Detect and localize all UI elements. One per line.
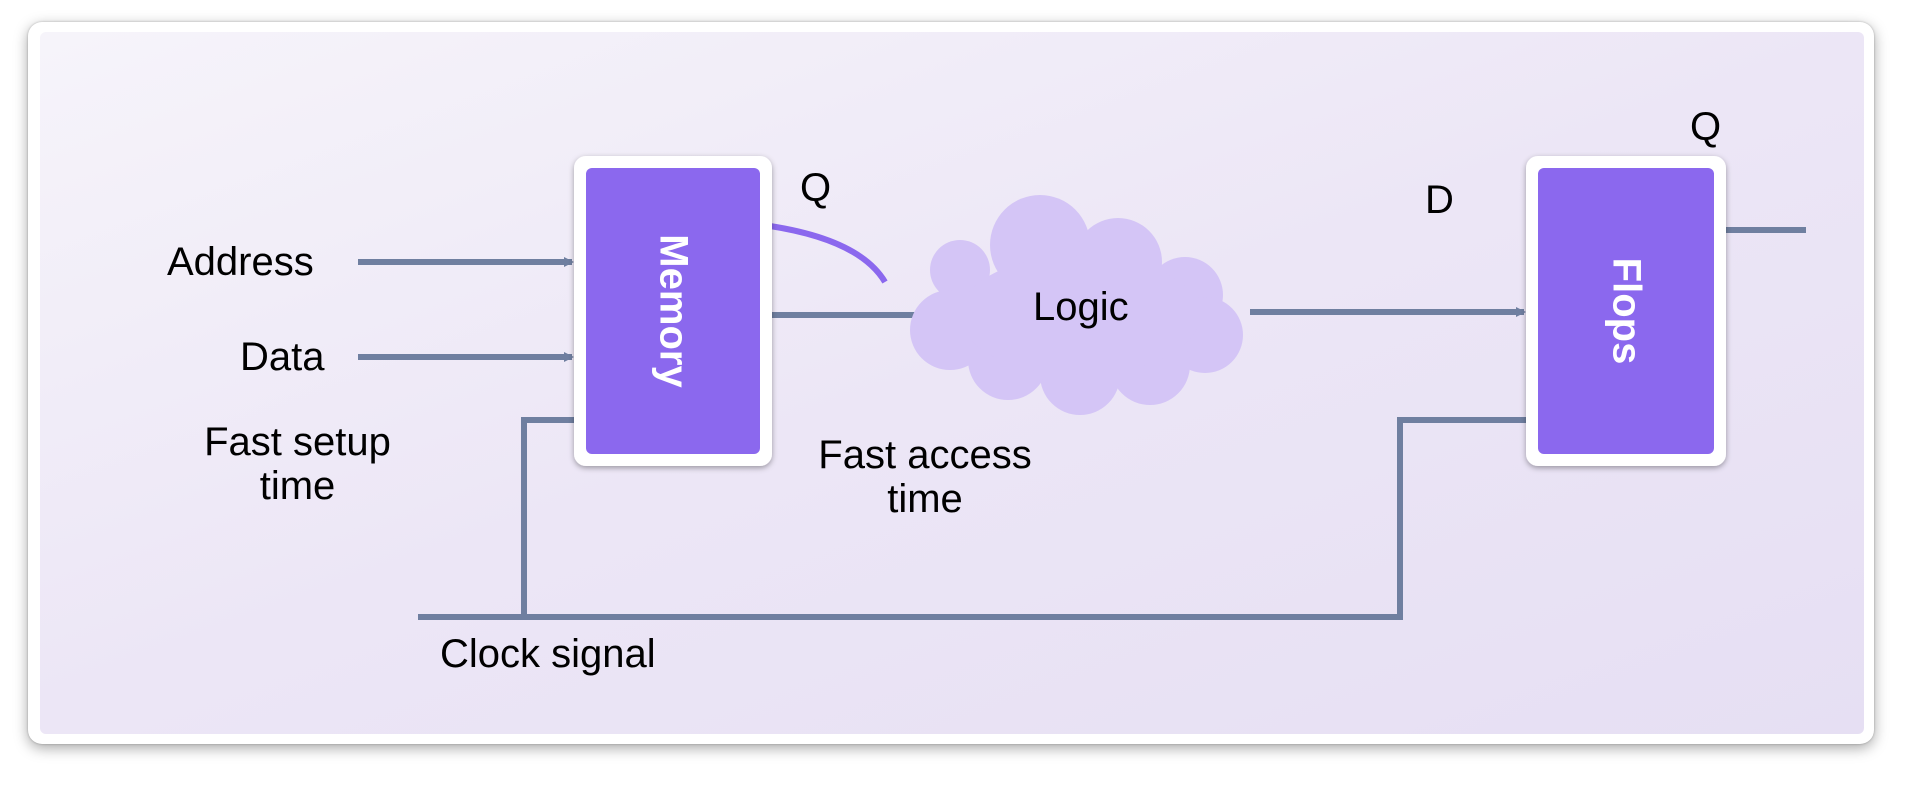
- memory-label: Memory: [651, 234, 696, 388]
- q-memory-label: Q: [800, 166, 832, 210]
- clock-signal-label: Clock signal: [440, 632, 656, 676]
- address-label: Address: [167, 240, 314, 284]
- memory-block: [574, 156, 772, 466]
- clock-wire: [418, 417, 1532, 620]
- fast-access-label: Fast access time: [818, 433, 1032, 521]
- logic-cloud: [910, 195, 1243, 415]
- fast-setup-label: Fast setup time: [204, 420, 391, 508]
- flops-block: [1526, 156, 1726, 466]
- q-timing-arc: [769, 223, 888, 284]
- logic-label: Logic: [1033, 285, 1129, 329]
- data-label: Data: [240, 335, 325, 379]
- clock-to-memory-wire: [521, 417, 574, 617]
- q-flops-label: Q: [1690, 105, 1722, 149]
- flops-label: Flops: [1604, 257, 1649, 365]
- d-flops-label: D: [1425, 178, 1454, 222]
